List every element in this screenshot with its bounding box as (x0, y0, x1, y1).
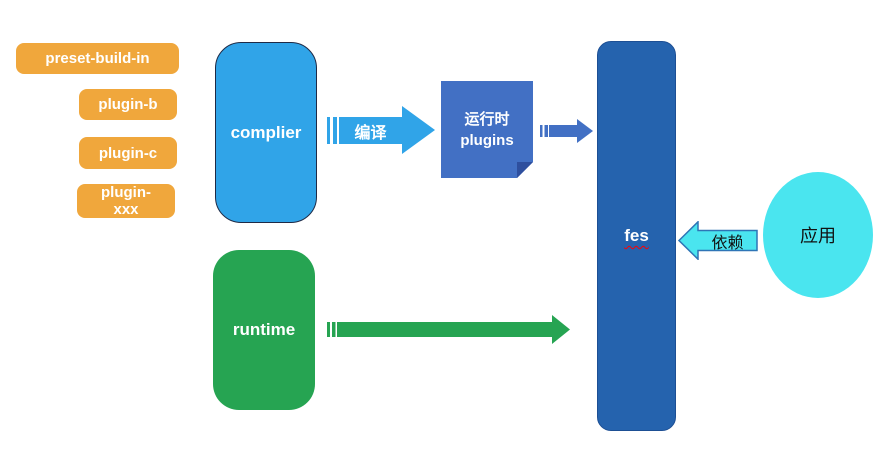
runtime-box: runtime (213, 250, 315, 410)
chip-plugin-xxx: plugin-xxx (77, 184, 175, 218)
note-line1: 运行时 (464, 110, 510, 128)
chip-preset-build-in: preset-build-in (16, 43, 179, 74)
compile-arrow: 编译 (327, 106, 435, 154)
fes-box: fes (597, 41, 676, 431)
right-arrow-icon (327, 106, 435, 154)
runtime-plugins-note: 运行时 plugins (441, 81, 533, 178)
note-line2: plugins (460, 131, 514, 149)
compile-arrow-label: 编译 (354, 124, 387, 142)
right-arrow-icon (327, 315, 570, 344)
chip-label: preset-build-in (45, 50, 150, 67)
compiler-box: complier (215, 42, 317, 223)
runtime-to-fes-arrow (327, 315, 570, 344)
depend-arrow-label: 依赖 (711, 234, 744, 252)
right-arrow-icon (540, 119, 593, 143)
chip-label: plugin-xxx (101, 184, 151, 218)
chip-label: plugin-c (98, 144, 158, 162)
runtime-label: runtime (232, 320, 296, 339)
chip-label: plugin-b (98, 96, 158, 113)
left-arrow-icon (677, 220, 758, 261)
compiler-label: complier (230, 122, 302, 142)
plugins-to-fes-arrow (540, 119, 593, 143)
chip-plugin-b: plugin-b (79, 89, 177, 120)
fes-label: fes (624, 226, 649, 245)
app-label: 应用 (800, 226, 836, 246)
depend-arrow: 依赖 (677, 220, 758, 261)
app-ellipse: 应用 (763, 172, 873, 298)
chip-plugin-c: plugin-c (79, 137, 177, 169)
